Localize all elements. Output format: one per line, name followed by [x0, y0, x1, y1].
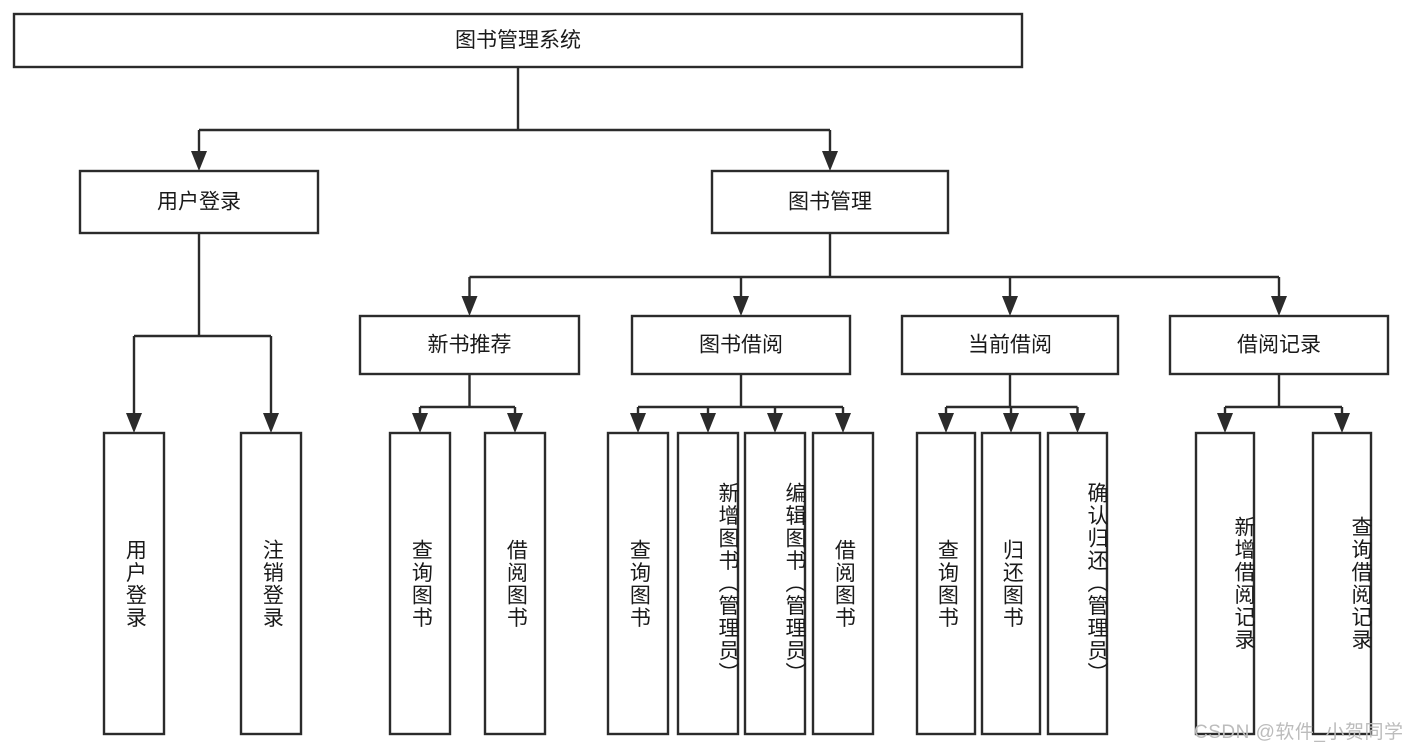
node-borrow-record[interactable]: 借阅记录 — [1168, 314, 1390, 376]
node-root[interactable]: 图书管理系统 — [12, 12, 1024, 69]
edge-root-to-level2 — [191, 67, 838, 171]
edge-borrow-to-leaves — [630, 374, 851, 433]
node-box-leaf-user-login[interactable] — [102, 431, 166, 736]
node-leaf-query-book-3[interactable] — [915, 431, 977, 736]
watermark: CSDN @软件_小贺同学 — [1194, 722, 1404, 743]
node-user-login[interactable]: 用户登录 — [78, 169, 320, 235]
node-box-new-book-recommend[interactable] — [358, 314, 581, 376]
node-box-book-borrow[interactable] — [630, 314, 852, 376]
node-leaf-borrow-book-1[interactable] — [483, 431, 547, 736]
node-leaf-add-record[interactable] — [1194, 431, 1256, 736]
node-new-book-recommend[interactable]: 新书推荐 — [358, 314, 581, 376]
node-box-user-login[interactable] — [78, 169, 320, 235]
node-box-leaf-query-book-3[interactable] — [915, 431, 977, 736]
node-label-book-borrow: 图书借阅 — [699, 334, 783, 357]
node-box-leaf-borrow-book-1[interactable] — [483, 431, 547, 736]
node-box-leaf-query-book-2[interactable] — [606, 431, 670, 736]
node-leaf-add-book[interactable] — [676, 431, 740, 736]
connectors-layer — [126, 67, 1350, 433]
node-book-borrow[interactable]: 图书借阅 — [630, 314, 852, 376]
node-box-current-borrow[interactable] — [900, 314, 1120, 376]
node-box-leaf-query-record[interactable] — [1311, 431, 1373, 736]
node-leaf-user-login[interactable] — [102, 431, 166, 736]
node-box-leaf-query-book-1[interactable] — [388, 431, 452, 736]
node-box-leaf-add-record[interactable] — [1194, 431, 1256, 736]
node-label-new-book-recommend: 新书推荐 — [428, 334, 512, 357]
node-leaf-query-record[interactable] — [1311, 431, 1373, 736]
node-label-root: 图书管理系统 — [455, 29, 581, 52]
node-box-book-management[interactable] — [710, 169, 950, 235]
node-box-root[interactable] — [12, 12, 1024, 69]
node-label-borrow-record: 借阅记录 — [1237, 334, 1321, 357]
edge-recommend-to-leaves — [412, 374, 523, 433]
node-leaf-query-book-2[interactable] — [606, 431, 670, 736]
node-leaf-return-book[interactable] — [980, 431, 1042, 736]
node-leaf-confirm-return[interactable] — [1046, 431, 1109, 736]
node-box-leaf-confirm-return[interactable] — [1046, 431, 1109, 736]
node-box-leaf-borrow-book-2[interactable] — [811, 431, 875, 736]
node-book-management[interactable]: 图书管理 — [710, 169, 950, 235]
edge-record-to-leaves — [1217, 374, 1350, 433]
edge-mgmt-to-level3 — [461, 233, 1287, 316]
node-leaf-borrow-book-2[interactable] — [811, 431, 875, 736]
edge-current-to-leaves — [938, 374, 1086, 433]
node-label-current-borrow: 当前借阅 — [968, 334, 1052, 357]
node-leaf-edit-book[interactable] — [743, 431, 807, 736]
node-box-leaf-return-book[interactable] — [980, 431, 1042, 736]
edge-login-to-leaves — [126, 233, 279, 433]
node-leaf-user-logout[interactable] — [239, 431, 303, 736]
node-box-borrow-record[interactable] — [1168, 314, 1390, 376]
node-box-leaf-edit-book[interactable] — [743, 431, 807, 736]
node-current-borrow[interactable]: 当前借阅 — [900, 314, 1120, 376]
node-box-leaf-user-logout[interactable] — [239, 431, 303, 736]
node-label-book-management: 图书管理 — [788, 191, 872, 214]
node-leaf-query-book-1[interactable] — [388, 431, 452, 736]
node-box-leaf-add-book[interactable] — [676, 431, 740, 736]
node-label-user-login: 用户登录 — [157, 191, 241, 214]
